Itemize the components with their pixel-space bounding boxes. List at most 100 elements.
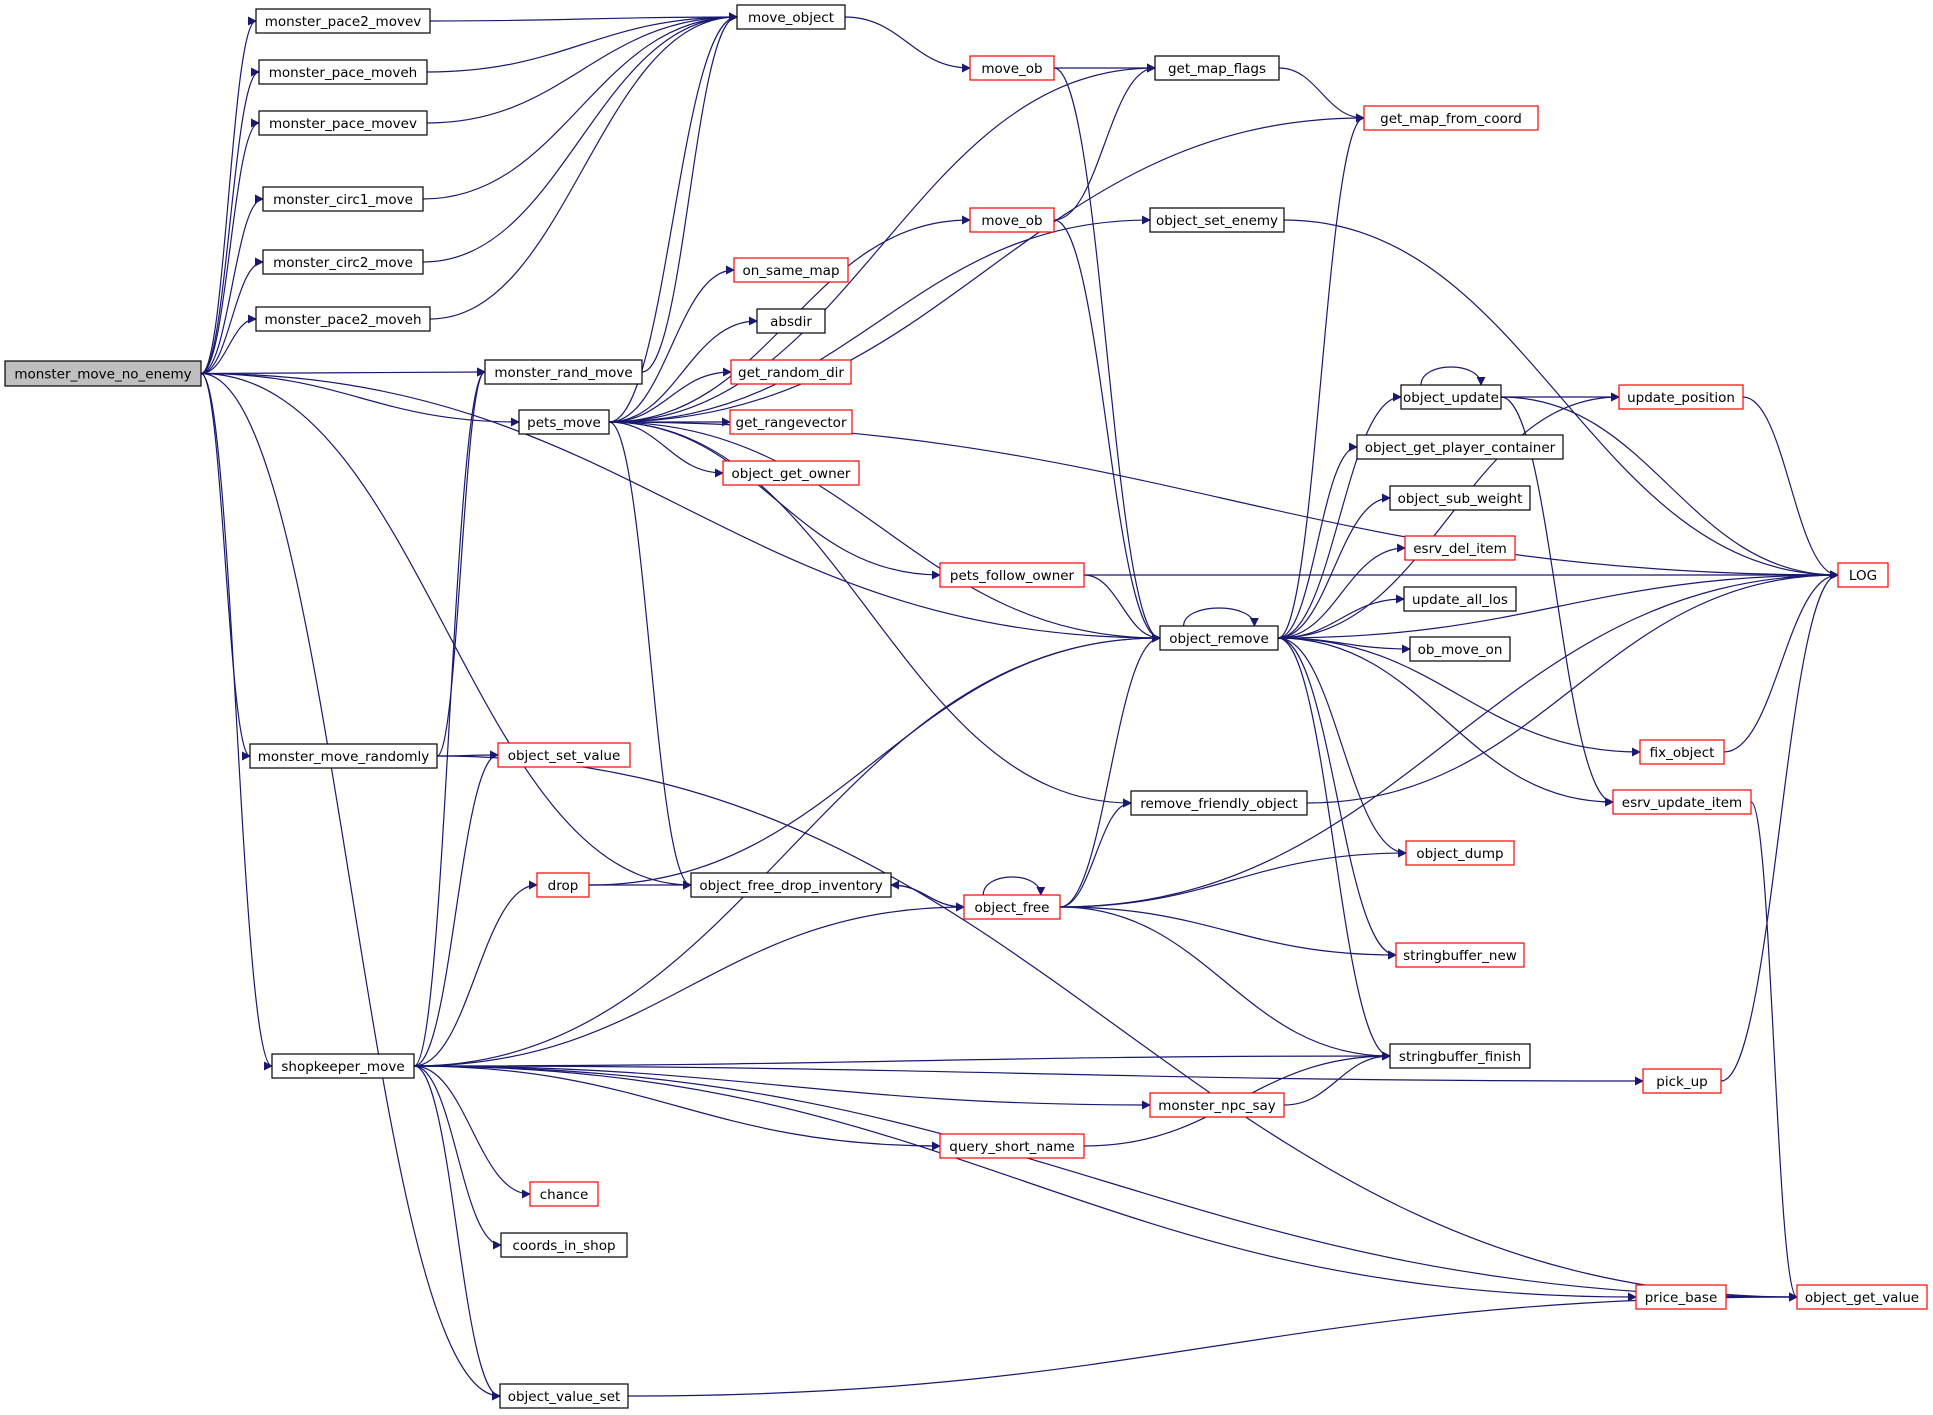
node-box [1612, 789, 1752, 815]
node-object-value-set[interactable]: object_value_set [499, 1383, 629, 1409]
edge-object-free-to-log [1059, 570, 1839, 908]
edge-shopkeeper-move-to-price-base [413, 1065, 1637, 1302]
node-move-ob-1[interactable]: move_ob [969, 55, 1055, 81]
node-monster-npc-say[interactable]: monster_npc_say [1149, 1092, 1285, 1118]
node-box [484, 359, 643, 385]
node-box [255, 306, 431, 332]
node-object-set-enemy[interactable]: object_set_enemy [1149, 207, 1285, 233]
node-ob-move-on[interactable]: ob_move_on [1409, 636, 1511, 662]
node-monster-pace2-moveh[interactable]: monster_pace2_moveh [255, 306, 431, 332]
edge-move-ob-1-to-object-remove [1053, 67, 1161, 643]
edge-pets-move-to-move-object [608, 12, 738, 423]
edge-object-remove-to-object-dump [1277, 637, 1407, 858]
node-fix-object[interactable]: fix_object [1639, 739, 1725, 765]
node-box [1639, 739, 1725, 765]
node-object-free-drop-inventory[interactable]: object_free_drop_inventory [690, 872, 892, 898]
node-box [1618, 384, 1744, 410]
node-object-remove[interactable]: object_remove [1159, 625, 1279, 651]
node-get-random-dir[interactable]: get_random_dir [730, 359, 852, 385]
node-box [733, 257, 849, 283]
edge-pick-up-to-log [1720, 570, 1839, 1082]
edge-monster-move-no-enemy-to-object-free-drop-inventory [200, 372, 692, 890]
node-shopkeeper-move[interactable]: shopkeeper_move [271, 1053, 415, 1079]
node-object-free[interactable]: object_free [963, 894, 1061, 920]
edge-monster-npc-say-to-stringbuffer-finish [1283, 1051, 1391, 1106]
node-box [500, 1232, 628, 1258]
node-update-all-los[interactable]: update_all_los [1403, 586, 1517, 612]
node-box [262, 249, 424, 275]
edge-object-free-to-remove-friendly-object [1059, 798, 1132, 908]
node-esrv-del-item[interactable]: esrv_del_item [1404, 535, 1516, 561]
node-object-dump[interactable]: object_dump [1405, 840, 1515, 866]
node-monster-rand-move[interactable]: monster_rand_move [484, 359, 643, 385]
node-query-short-name[interactable]: query_short_name [939, 1133, 1085, 1159]
node-label: object_value_set [508, 1389, 621, 1405]
node-update-position[interactable]: update_position [1618, 384, 1744, 410]
node-object-update[interactable]: object_update [1400, 384, 1502, 410]
node-label: object_get_owner [732, 466, 851, 482]
edge-move-ob-2-to-object-remove [1053, 219, 1161, 643]
edge-update-position-to-log [1742, 396, 1839, 580]
node-pets-follow-owner[interactable]: pets_follow_owner [939, 562, 1085, 588]
node-box [1400, 384, 1502, 410]
edge-shopkeeper-move-to-monster-rand-move [413, 367, 486, 1067]
edge-esrv-update-item-to-object-get-value [1750, 801, 1798, 1302]
edge-shopkeeper-move-to-chance [413, 1065, 531, 1199]
node-label: object_free_drop_inventory [699, 878, 882, 894]
node-price-base[interactable]: price_base [1635, 1284, 1727, 1310]
edges-layer [200, 12, 1839, 1401]
node-box [255, 8, 431, 34]
edge-pets-move-to-remove-friendly-object [608, 421, 1132, 808]
node-box [939, 1133, 1085, 1159]
node-move-object[interactable]: move_object [736, 4, 846, 30]
node-stringbuffer-finish[interactable]: stringbuffer_finish [1389, 1043, 1531, 1069]
node-object-set-value[interactable]: object_set_value [497, 742, 631, 768]
node-get-map-flags[interactable]: get_map_flags [1154, 55, 1280, 81]
node-object-sub-weight[interactable]: object_sub_weight [1389, 485, 1531, 511]
node-box [722, 460, 860, 486]
node-absdir[interactable]: absdir [756, 308, 826, 334]
node-remove-friendly-object[interactable]: remove_friendly_object [1130, 790, 1308, 816]
node-log[interactable]: LOG [1837, 562, 1889, 588]
node-esrv-update-item[interactable]: esrv_update_item [1612, 789, 1752, 815]
node-get-rangevector[interactable]: get_rangevector [729, 409, 853, 435]
node-label: monster_rand_move [494, 365, 632, 381]
node-coords-in-shop[interactable]: coords_in_shop [500, 1232, 628, 1258]
node-monster-move-randomly[interactable]: monster_move_randomly [249, 743, 438, 769]
node-on-same-map[interactable]: on_same_map [733, 257, 849, 283]
node-box [1149, 1092, 1285, 1118]
node-label: remove_friendly_object [1140, 796, 1298, 812]
node-label: move_object [748, 10, 834, 26]
node-monster-pace-moveh[interactable]: monster_pace_moveh [258, 59, 428, 85]
node-box [258, 110, 428, 136]
node-monster-circ1-move[interactable]: monster_circ1_move [262, 186, 424, 212]
node-box [497, 742, 631, 768]
node-pets-move[interactable]: pets_move [518, 409, 610, 435]
node-monster-move-no-enemy[interactable]: monster_move_no_enemy [4, 360, 202, 387]
nodes-layer: monster_move_no_enemy monster_pace2_movev… [4, 4, 1928, 1409]
node-label: object_remove [1169, 631, 1269, 647]
edge-pets-move-to-object-free-drop-inventory [608, 421, 692, 890]
node-get-map-from-coord[interactable]: get_map_from_coord [1363, 105, 1539, 131]
edge-pets-move-to-absdir [608, 316, 758, 423]
node-monster-pace2-movev[interactable]: monster_pace2_movev [255, 8, 431, 34]
edge-pets-move-to-object-get-owner [608, 421, 724, 478]
node-object-get-player-container[interactable]: object_get_player_container [1356, 434, 1564, 460]
edge-object-free-to-object-free [982, 876, 1046, 896]
node-drop[interactable]: drop [536, 872, 590, 898]
node-label: monster_move_no_enemy [14, 367, 191, 383]
node-object-get-value[interactable]: object_get_value [1796, 1284, 1928, 1310]
node-move-ob-2[interactable]: move_ob [969, 207, 1055, 233]
node-object-get-owner[interactable]: object_get_owner [722, 460, 860, 486]
edge-monster-move-randomly-to-monster-rand-move [436, 367, 486, 757]
edge-monster-move-no-enemy-to-pets-move [200, 372, 520, 427]
edge-get-map-flags-to-get-map-from-coord [1278, 67, 1365, 123]
node-monster-circ2-move[interactable]: monster_circ2_move [262, 249, 424, 275]
node-monster-pace-movev[interactable]: monster_pace_movev [258, 110, 428, 136]
node-label: move_ob [981, 61, 1042, 77]
node-label: absdir [770, 314, 812, 330]
edge-remove-friendly-object-to-log [1306, 570, 1839, 804]
node-stringbuffer-new[interactable]: stringbuffer_new [1395, 942, 1525, 968]
node-chance[interactable]: chance [529, 1181, 599, 1207]
node-pick-up[interactable]: pick_up [1642, 1068, 1722, 1094]
